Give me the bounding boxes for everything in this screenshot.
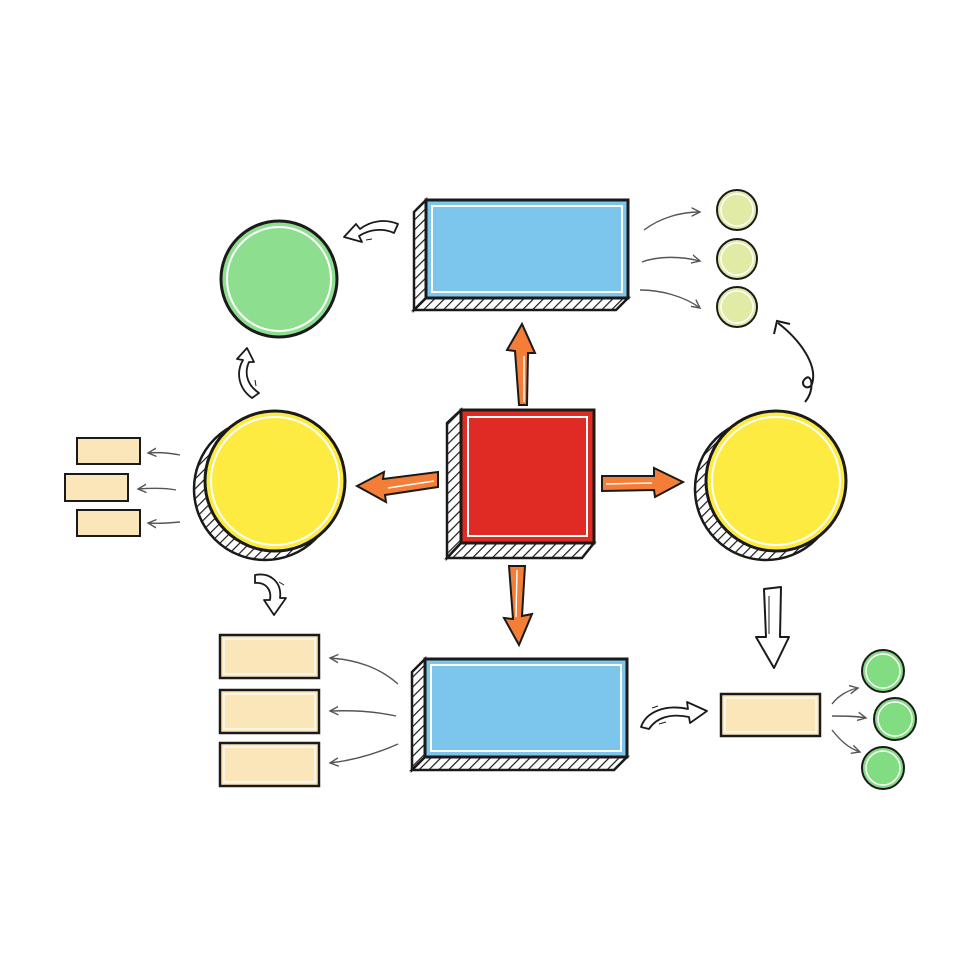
note-box [218,633,321,680]
top-right-circle-group [716,189,758,328]
left-yellow-circle-node [192,409,347,562]
curved-arrow-left-to-notes [254,573,287,616]
right-yellow-circle-node [693,409,848,562]
note-box [218,741,321,788]
bottom-right-circle-group [861,649,917,790]
note-box [76,437,141,465]
thin-arrows-top-right [639,212,700,308]
arrow-down [502,565,534,648]
curved-arrow-left-to-green [236,347,260,399]
thin-arrows-left-notes [138,453,181,524]
curly-connector [773,319,815,403]
curved-arrow-bottom-to-note [640,701,708,730]
left-note-group [64,437,141,537]
curved-arrow-top-to-green [343,220,399,243]
small-circle [716,238,758,280]
arrow-right [601,466,686,499]
small-circle [861,649,905,693]
top-blue-box-node [410,196,632,314]
note-box [76,509,141,537]
bottom-right-note-box [719,692,822,738]
top-left-green-circle-node [219,219,339,339]
thin-arrows-bottom-right [831,688,866,752]
bottom-blue-box-node [408,655,631,774]
note-box [64,473,129,502]
bottom-left-note-group [218,633,321,788]
arrow-up [505,321,537,406]
small-circle [873,697,917,741]
down-arrow-right-circle-to-note [755,586,790,669]
small-circle [716,189,758,231]
small-circle [716,286,758,328]
note-box [218,688,321,735]
center-square-node [444,407,597,562]
arrow-left [354,470,439,504]
small-circle [861,746,905,790]
thin-arrows-bottom-left-notes [330,658,399,763]
